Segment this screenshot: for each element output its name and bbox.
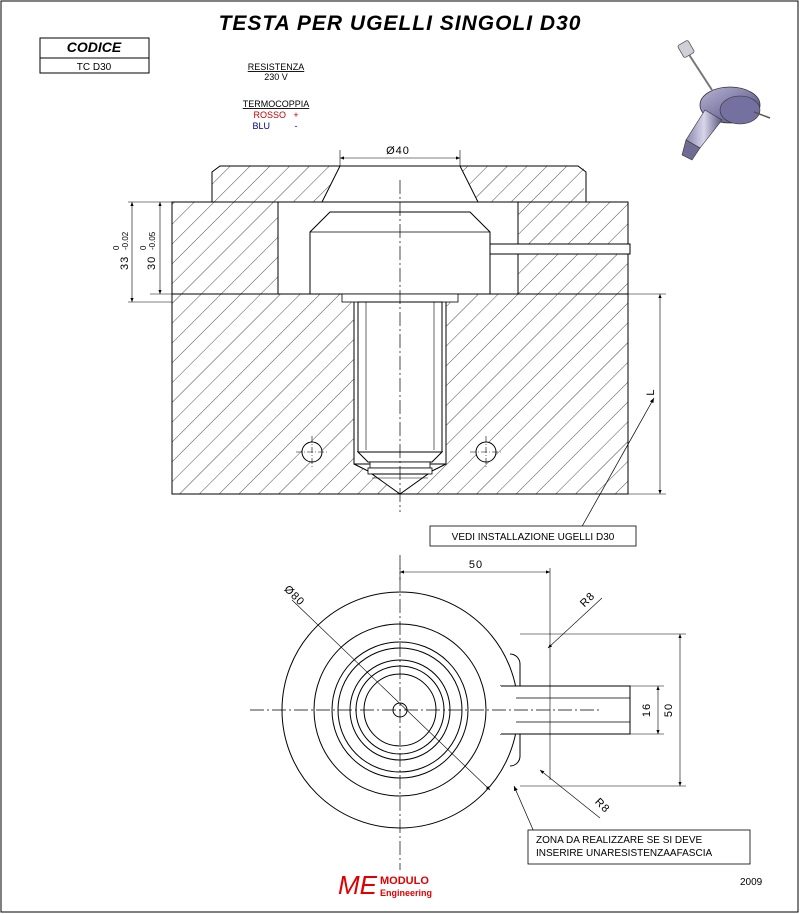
bore-diameter-label: Ø40 — [386, 145, 410, 157]
electrical-specs: RESISTENZA 230 V TERMOCOPPIA ROSSO + BLU… — [243, 62, 310, 131]
logo-word1: MODULO — [380, 875, 429, 887]
outer-diameter-label: Ø80 — [281, 583, 306, 608]
resistance-value: 230 V — [264, 72, 288, 82]
plan-view: Ø80 — [250, 555, 631, 870]
code-value: TC D30 — [77, 62, 112, 73]
radius-top-label: R8 — [578, 590, 598, 610]
code-box: CODICE TC D30 — [39, 37, 150, 74]
code-header: CODICE — [67, 39, 122, 55]
install-note-text: VEDI INSTALLAZIONE UGELLI D30 — [452, 532, 615, 543]
company-logo: ME MODULO Engineering — [338, 870, 432, 900]
thermocouple-label: TERMOCOPPIA — [243, 99, 310, 109]
height-30-tol-upper: 0 — [139, 245, 148, 250]
zone-note-line1: ZONA DA REALIZZARE SE SI DEVE — [536, 835, 702, 846]
resistance-label: RESISTENZA — [248, 62, 305, 72]
blue-wire-sign: - — [295, 121, 298, 131]
slot-width-label: 16 — [641, 703, 653, 717]
section-view — [171, 165, 631, 512]
zone-note-line2: INSERIRE UNARESISTENZAAFASCIA — [536, 848, 712, 859]
radius-bottom-label: R8 — [592, 796, 612, 816]
zone-note: ZONA DA REALIZZARE SE SI DEVE INSERIRE U… — [527, 829, 751, 865]
section-dimensions: Ø40 33 0 -0.02 30 0 -0.05 L — [112, 145, 666, 531]
drawing-year: 2009 — [740, 877, 763, 888]
red-wire-label: ROSSO — [253, 110, 286, 120]
red-wire-sign: + — [293, 110, 298, 120]
offset-50-horizontal-label: 50 — [469, 559, 483, 571]
height-33-tol-upper: 0 — [112, 245, 121, 250]
nozzle-3d-thumbnail — [677, 40, 771, 161]
length-label: L — [645, 388, 657, 395]
blue-wire-label: BLU — [252, 121, 270, 131]
drawing-title: TESTA PER UGELLI SINGOLI D30 — [219, 12, 582, 35]
height-50-vertical-label: 50 — [663, 703, 675, 717]
logo-mark: ME — [338, 870, 378, 900]
logo-word2: Engineering — [380, 888, 432, 898]
height-33-label: 33 — [119, 256, 131, 270]
install-note: VEDI INSTALLAZIONE UGELLI D30 — [429, 525, 637, 547]
height-30-tol-lower: -0.05 — [148, 231, 157, 250]
height-30-label: 30 — [146, 256, 158, 270]
height-33-tol-lower: -0.02 — [121, 231, 130, 250]
